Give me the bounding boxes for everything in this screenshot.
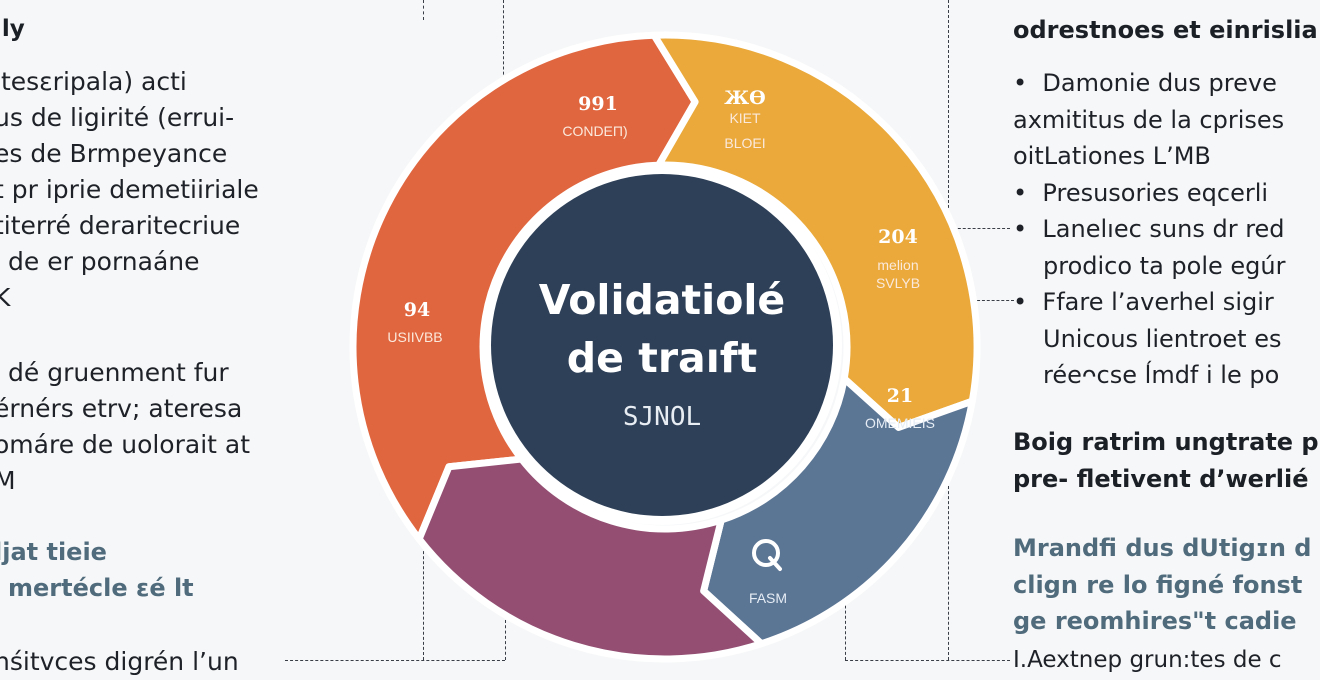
- connector-line: [948, 300, 1014, 301]
- connector-line: [845, 590, 846, 660]
- text-line: ge reomhires"t cadie: [1013, 607, 1297, 635]
- right-header-line: odrestnoes et einrislia: [1013, 16, 1318, 44]
- bullet-icon: •: [1013, 69, 1043, 97]
- text-line: es de Brmpeyance: [0, 139, 228, 168]
- left-header: ily: [0, 0, 25, 46]
- segment-label: FASM: [749, 590, 787, 606]
- right-bullets: • Damonie dus preve axmititus de la cpri…: [1013, 65, 1285, 394]
- center-title-line-2: de traıft: [567, 334, 757, 382]
- text-line: dé gruenment fur: [8, 358, 229, 387]
- text-line: us de ligirité (errui-: [0, 103, 235, 132]
- segment-label: melion: [877, 257, 918, 273]
- segment-value: ЖӨ: [724, 87, 765, 109]
- right-footer-line: I.Aextnep grun:tes de c: [1013, 647, 1282, 673]
- text-line: Mrandfi dus dUtigɪn d: [1013, 534, 1312, 562]
- text-line: mertécle εé lt: [8, 574, 194, 602]
- segment-value: 21: [887, 385, 913, 407]
- segment-yellow: [650, 31, 981, 431]
- right-subheading: Boig ratrim ungtrate p pre- fletivent d’…: [1013, 424, 1319, 497]
- text-line: réeᴖcse ĺmdf i le po: [1043, 361, 1280, 389]
- bullet-item: • Lanelıec suns dr red prodico ta pole e…: [1013, 211, 1285, 284]
- left-header-line: ily: [0, 16, 25, 42]
- center-title-line-1: Volidatiolé: [539, 276, 785, 324]
- text-line: de er pornaáne: [8, 247, 200, 276]
- text-line: ljat tieie: [0, 538, 107, 566]
- segment-purple: [415, 455, 765, 663]
- connector-line: [948, 0, 949, 228]
- text-line: Damonie dus preve: [1042, 69, 1277, 97]
- left-footer-line: nśitvces digrén l’un: [0, 647, 239, 676]
- right-header: odrestnoes et einrislia: [1013, 0, 1318, 49]
- left-paragraph-1: itesεripala) acti us de ligirité (errui-…: [0, 64, 259, 316]
- segment-value: 204: [878, 226, 918, 248]
- connector-line: [285, 660, 505, 661]
- bullet-item: • Presusories eqcerli: [1013, 175, 1285, 212]
- text-line: omáre de uolorait at: [0, 430, 251, 459]
- text-line: itesεripala) acti: [0, 67, 187, 96]
- text-line: pre- fletivent d’werlié: [1013, 464, 1309, 493]
- right-teal-block: Mrandfi dus dUtigɪn d clign re lo figné …: [1013, 530, 1312, 640]
- connector-line: [845, 660, 1010, 661]
- bullet-item: • Ffare l’averhel sigir Unicous lientroe…: [1013, 284, 1285, 394]
- text-line: clign re lo figné fonst: [1013, 570, 1303, 599]
- left-paragraph-2: dé gruenment fur érnérs etrv; ateresa om…: [0, 355, 250, 499]
- segment-label: CONDEΠ): [562, 123, 627, 139]
- segment-value: 991: [578, 93, 618, 115]
- text-line: érnérs etrv; ateresa: [0, 394, 243, 423]
- text-line: Lanelıec suns dr red: [1042, 215, 1285, 243]
- segment-label: OMEMIEIS: [865, 415, 935, 431]
- text-line: axmititus de la cprises: [1013, 105, 1285, 134]
- text-line: K: [0, 283, 11, 312]
- left-subheading: ljat tieie mertécle εé lt: [0, 534, 194, 606]
- segment-label: KIET: [729, 110, 761, 126]
- bullet-icon: •: [1013, 178, 1043, 207]
- center-circle: [491, 174, 833, 516]
- bullet-icon: •: [1013, 215, 1043, 243]
- segment-value: 94: [404, 299, 430, 321]
- text-line: titerré deraritecriue: [0, 211, 241, 240]
- text-line: Ffare l’averhel sigir: [1042, 288, 1274, 316]
- segment-label: SVLYB: [876, 275, 920, 291]
- bullet-icon: •: [1013, 288, 1043, 316]
- text-line: t pr iprie demetiiriale: [0, 175, 259, 204]
- connector-line: [505, 620, 506, 660]
- search-icon: [752, 539, 782, 571]
- text-line: Presusories eqcerli: [1042, 178, 1269, 207]
- segment-label: BLOEI: [724, 135, 765, 151]
- text-line: oitLationes L’MB: [1013, 142, 1211, 170]
- connector-line: [423, 0, 424, 20]
- text-line: M: [0, 466, 16, 495]
- bullet-item: • Damonie dus preve axmititus de la cpri…: [1013, 65, 1285, 175]
- connector-line: [948, 228, 1010, 229]
- connector-line: [503, 0, 504, 90]
- text-line: prodico ta pole egúr: [1043, 251, 1286, 280]
- center-subtitle: SJNOL: [623, 402, 701, 432]
- segment-label: USIIVBB: [387, 329, 442, 345]
- text-line: Unicous lientroet es: [1043, 324, 1282, 353]
- text-line: Boig ratrim ungtrate p: [1013, 428, 1319, 456]
